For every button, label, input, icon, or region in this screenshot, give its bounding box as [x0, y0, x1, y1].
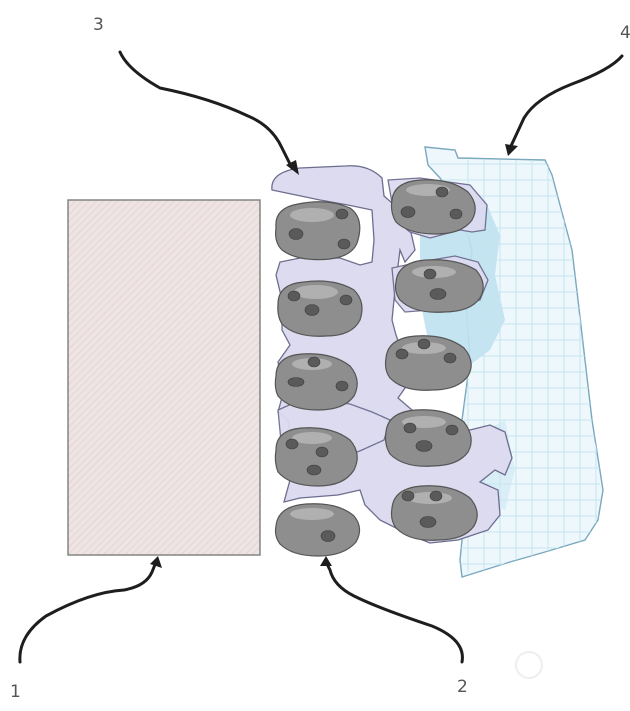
cell-dot — [307, 465, 321, 475]
cell-dot — [316, 447, 328, 457]
cell-dot — [436, 187, 448, 197]
cell-left-3 — [275, 354, 357, 410]
cell-left-2 — [278, 281, 362, 336]
cell-right-1 — [392, 180, 476, 234]
label-1: 1 — [10, 682, 21, 702]
cell-dot — [336, 381, 348, 391]
cell-left-4 — [275, 428, 357, 486]
cell-dot — [286, 439, 298, 449]
cell-dot — [305, 305, 319, 316]
leader-line-2 — [326, 562, 462, 662]
cell-dot — [450, 209, 462, 219]
cell-dot — [444, 353, 456, 363]
cell-dot — [288, 378, 304, 387]
cell-dot — [430, 289, 446, 300]
cell-dot — [424, 269, 436, 279]
cell-dot — [446, 425, 458, 435]
cell-dot — [289, 229, 303, 240]
block-1 — [68, 200, 260, 555]
watermark-icon — [516, 652, 542, 678]
leader-line-4 — [511, 56, 622, 146]
cell-right-4 — [386, 410, 472, 467]
cell-right-5 — [392, 486, 478, 541]
leader-line-3 — [120, 52, 292, 168]
cell-dot — [308, 357, 320, 367]
label-4: 4 — [620, 23, 630, 43]
cell-dot — [401, 207, 415, 218]
cell-dot — [418, 339, 430, 349]
cell-right-3 — [386, 336, 472, 391]
cell-dot — [402, 491, 414, 501]
cell-dot — [430, 491, 442, 501]
cell-dot — [420, 517, 436, 528]
cell-dot — [288, 291, 300, 301]
cell-left-5 — [276, 504, 360, 556]
leader-line-1 — [20, 562, 156, 662]
cell-dot — [340, 295, 352, 305]
label-2: 2 — [457, 677, 468, 697]
label-3: 3 — [93, 15, 104, 35]
cell-dot — [396, 349, 408, 359]
cell-dot — [336, 209, 348, 219]
cell-left-1 — [276, 202, 360, 260]
cell-right-2 — [396, 260, 484, 313]
cell-dot — [338, 239, 350, 249]
cell-dot — [321, 531, 335, 542]
cell-dot — [416, 441, 432, 452]
cell-dot — [404, 423, 416, 433]
